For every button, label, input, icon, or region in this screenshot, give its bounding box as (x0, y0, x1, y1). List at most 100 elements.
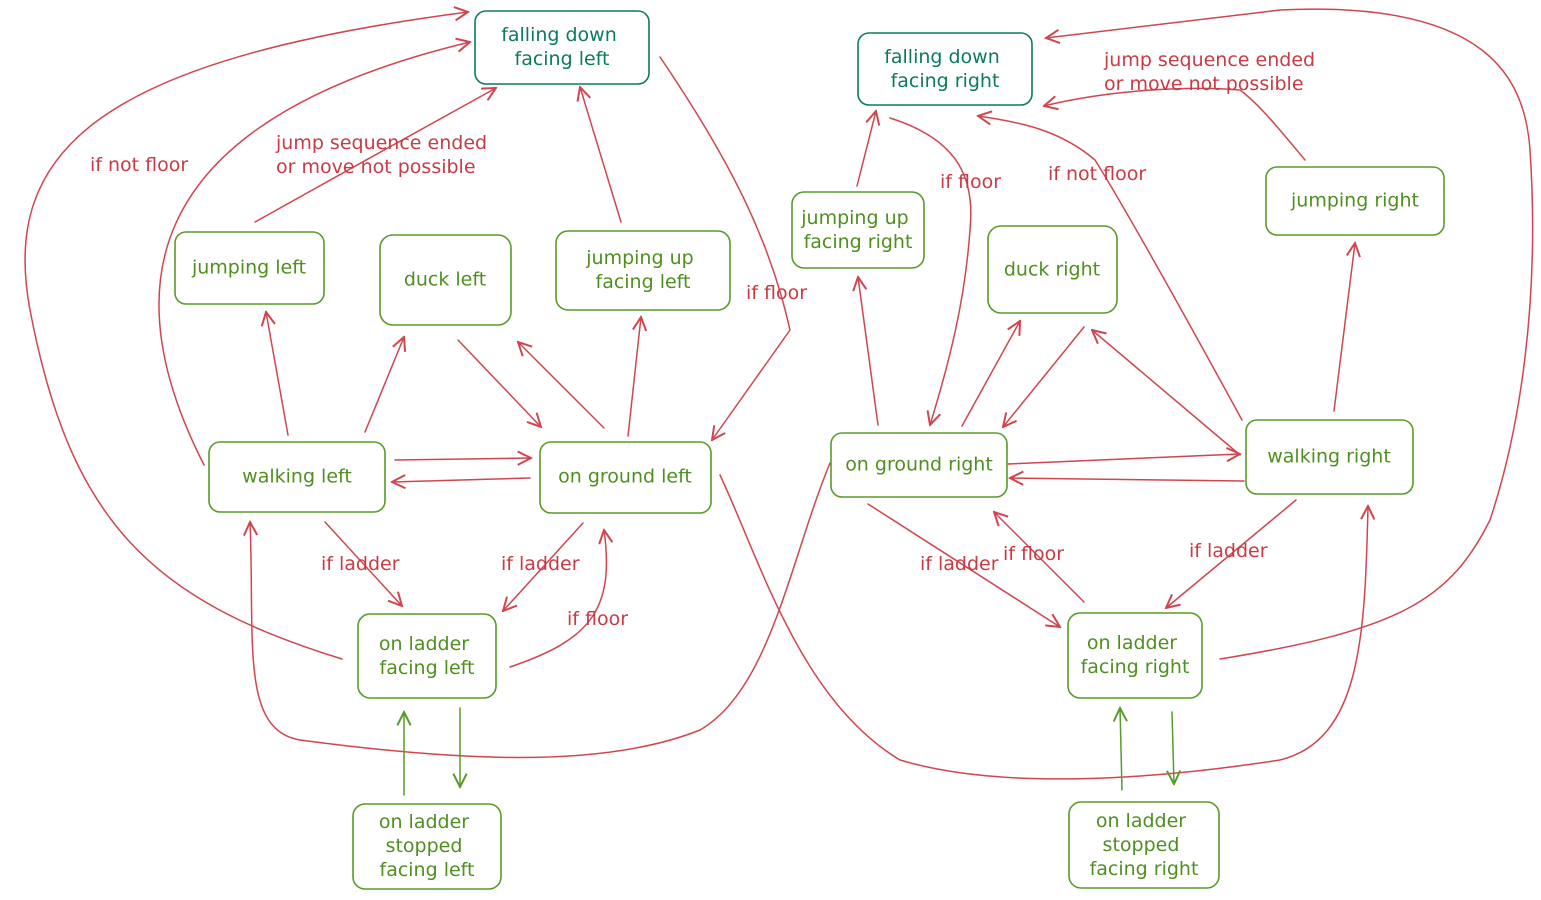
state-label-line: on ladder (1096, 810, 1186, 832)
state-label-line: facing right (1081, 656, 1190, 678)
state-walking-left: walking left (208, 441, 386, 513)
states: falling down facing left falling down fa… (174, 10, 1445, 890)
label-if-ladder-walk-left: if ladder (321, 553, 400, 575)
state-on-ladder-stopped-facing-right: on ladder stopped facing right (1068, 801, 1220, 889)
state-label-line: jumping up (585, 247, 693, 269)
edge-jumping-up-left-to-falling-left (580, 87, 622, 223)
edge-walking-left-to-duck-left (364, 337, 404, 433)
label-jump-ended-right: jump sequence ended or move not possible (1103, 49, 1321, 95)
state-label-line: facing left (515, 48, 610, 70)
label-line: jump sequence ended (1103, 49, 1315, 71)
svg-text:falling down facing ri: falling down facing right (884, 46, 1006, 92)
edge-falling-right-to-ground-right (889, 117, 972, 425)
state-label-line: facing right (804, 231, 913, 253)
edge-ladder-left-to-falling-left (24, 12, 468, 660)
edge-jumping-right-to-falling-right (1044, 87, 1306, 161)
edge-ground-left-to-duck-left (518, 342, 605, 429)
edge-ladder-left-to-ground-left (509, 530, 606, 668)
state-on-ladder-facing-right: on ladder facing right (1067, 612, 1203, 699)
state-label-line: facing right (1090, 858, 1199, 880)
edge-jumping-left-to-falling-left (254, 88, 496, 223)
edge-walking-right-to-falling-right (978, 116, 1243, 421)
edge-ground-right-to-walking-left (250, 462, 831, 759)
label-jump-ended-left: jump sequence ended or move not possible (275, 132, 493, 178)
edge-walking-right-to-ladder-right (1166, 499, 1297, 608)
state-falling-down-facing-left: falling down facing left (474, 10, 650, 85)
edge-walking-left-to-falling-left (158, 42, 470, 466)
edge-ground-left-to-walking-right (719, 474, 1368, 780)
svg-text:jumping up facing left: jumping up facing left (585, 247, 699, 293)
label-if-ladder-ground-right: if ladder (920, 553, 999, 575)
svg-text:jumping up facing righ: jumping up facing right (800, 207, 914, 253)
edge-ground-left-to-walking-left (392, 478, 531, 482)
state-label-line: duck left (404, 269, 486, 291)
edge-walking-right-to-duck-right (1092, 330, 1241, 456)
state-label-line: walking left (242, 466, 352, 488)
state-label-line: facing left (380, 859, 475, 881)
edge-walking-right-to-ground-right (1010, 478, 1245, 481)
edge-jumping-up-right-to-falling-right (856, 111, 876, 187)
svg-text:on ladder stopped: on ladder stopped facing right (1090, 810, 1199, 880)
state-jumping-left: jumping left (174, 231, 325, 305)
edge-falling-left-to-ground-left (659, 56, 791, 440)
edge-walking-left-to-ground-left (394, 458, 531, 460)
state-label-line: on ladder (1087, 632, 1177, 654)
state-label-line: facing left (380, 657, 475, 679)
state-label-line: jumping up (800, 207, 908, 229)
state-jumping-up-facing-left: jumping up facing left (555, 230, 731, 311)
state-on-ladder-stopped-facing-left: on ladder stopped facing left (352, 803, 502, 890)
state-label-line: falling down (884, 46, 1000, 68)
edge-ground-left-to-jumping-up-left (627, 317, 641, 437)
state-on-ladder-facing-left: on ladder facing left (357, 613, 497, 699)
edge-ladder-right-to-ground-right (994, 512, 1085, 603)
label-line: or move not possible (276, 156, 476, 178)
state-jumping-right: jumping right (1265, 166, 1445, 236)
state-duck-right: duck right (987, 225, 1118, 314)
state-label-line: on ladder (379, 633, 469, 655)
edge-walking-left-to-jumping-left (266, 312, 289, 436)
state-on-ground-right: on ground right (830, 432, 1008, 498)
state-on-ground-left: on ground left (539, 441, 712, 514)
state-label-line: facing right (891, 70, 1000, 92)
edge-ground-left-to-ladder-left (503, 522, 584, 611)
edge-duck-left-to-ground-left (457, 339, 541, 427)
edge-walking-right-to-jumping-right (1333, 243, 1355, 412)
label-line: jump sequence ended (275, 132, 487, 154)
state-jumping-up-facing-right: jumping up facing right (791, 191, 925, 269)
state-falling-down-facing-right: falling down facing right (857, 32, 1033, 106)
state-label-line: duck right (1004, 259, 1100, 281)
state-label-line: stopped (1103, 834, 1180, 856)
label-if-ladder-walk-right: if ladder (1189, 540, 1268, 562)
label-if-floor-top-right: if floor (940, 171, 1001, 193)
edge-walking-left-to-ladder-left (324, 521, 402, 606)
svg-text:on ladder facing left: on ladder facing left (379, 633, 475, 679)
state-label-line: jumping left (191, 257, 306, 279)
state-duck-left: duck left (379, 234, 512, 326)
edge-ground-right-to-ladder-right (867, 503, 1060, 627)
edge-ground-right-to-duck-right (961, 321, 1020, 427)
label-if-not-floor-right: if not floor (1048, 163, 1146, 185)
edge-duck-right-to-ground-right (1003, 326, 1085, 427)
state-label-line: walking right (1267, 446, 1391, 468)
edge-ground-right-to-walking-right (1007, 454, 1240, 465)
svg-text:falling down facing le: falling down facing left (501, 24, 623, 70)
edge-ladder-right-to-stopped-right (1172, 711, 1174, 784)
label-if-floor-ladder-left: if floor (567, 608, 628, 630)
state-label-line: falling down (501, 24, 617, 46)
edge-ladder-left-to-walking-left (1046, 8, 1534, 660)
label-line: or move not possible (1104, 73, 1304, 95)
svg-text:on ladder stopped: on ladder stopped facing left (379, 811, 475, 881)
label-if-floor-ladder-right: if floor (1003, 543, 1064, 565)
svg-text:on ladder facing right: on ladder facing right (1081, 632, 1190, 678)
state-walking-right: walking right (1245, 419, 1414, 495)
state-label-line: jumping right (1290, 190, 1419, 212)
edge-labels: jump sequence ended or move not possible… (90, 49, 1321, 630)
edges (24, 8, 1534, 796)
state-label-line: stopped (386, 835, 463, 857)
edge-stopped-right-to-ladder-right (1120, 708, 1122, 791)
state-label-line: on ladder (379, 811, 469, 833)
state-label-line: on ground right (845, 454, 993, 476)
label-if-not-floor-left: if not floor (90, 154, 188, 176)
label-if-ladder-ground-left: if ladder (501, 553, 580, 575)
